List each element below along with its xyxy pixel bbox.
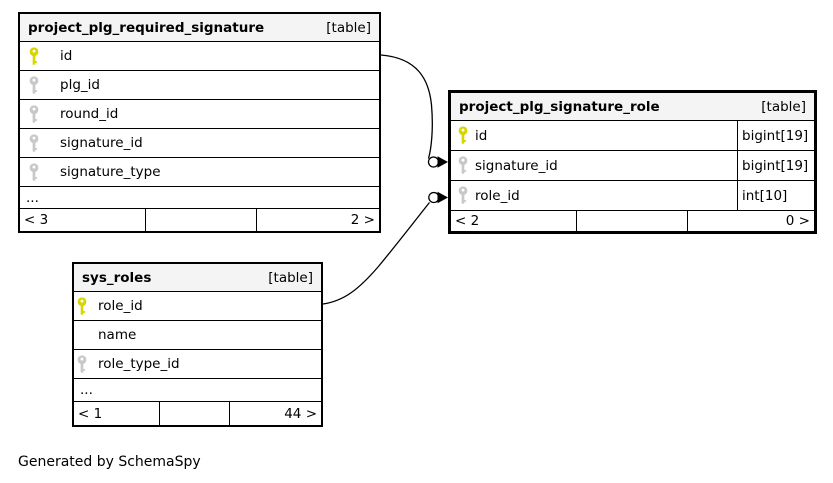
arrowhead-icon [437, 156, 448, 168]
footer-spacer [577, 211, 688, 231]
column-row: id bigint[19] [451, 120, 814, 150]
cardinality-circle [427, 156, 440, 168]
column-row: role_id [74, 291, 321, 320]
table-type-label: [table] [761, 98, 806, 115]
parent-count: 44 > [284, 405, 317, 422]
column-type: bigint[19] [737, 151, 814, 180]
parent-count: 0 > [785, 213, 810, 229]
child-count: < 2 [451, 211, 577, 231]
generated-by-note: Generated by SchemaSpy [18, 454, 201, 470]
table-project-plg-required-signature: project_plg_required_signature [table] i… [18, 12, 381, 233]
table-project-plg-signature-role: project_plg_signature_role [table] id bi… [448, 90, 817, 234]
foreign-key-icon [458, 186, 468, 204]
more-columns-label: ... [80, 382, 93, 398]
column-row: id [20, 41, 379, 70]
table-type-label: [table] [268, 269, 313, 286]
foreign-key-icon [29, 75, 39, 94]
foreign-key-icon [29, 133, 39, 152]
primary-key-icon [458, 126, 468, 144]
column-name: role_id [98, 298, 143, 314]
footer-spacer [146, 209, 257, 231]
column-name: signature_id [475, 157, 558, 174]
table-header[interactable]: sys_roles [table] [74, 264, 321, 291]
column-type: bigint[19] [737, 121, 814, 150]
more-columns-row: ... [74, 378, 321, 401]
column-name: role_id [475, 187, 520, 204]
column-row: signature_id [20, 128, 379, 157]
column-row: signature_id bigint[19] [451, 150, 814, 180]
column-name: role_type_id [98, 356, 180, 372]
column-row: role_type_id [74, 349, 321, 378]
column-name: signature_type [60, 164, 161, 180]
table-sys-roles: sys_roles [table] role_id name role_type… [72, 262, 323, 427]
column-type: int[10] [737, 181, 814, 210]
footer-spacer [160, 402, 230, 425]
arrowhead-icon [437, 191, 448, 204]
child-count: < 3 [20, 209, 146, 231]
child-count: < 1 [74, 402, 160, 425]
cardinality-circle [428, 191, 440, 204]
table-header[interactable]: project_plg_signature_role [table] [451, 93, 814, 120]
column-name: signature_id [60, 135, 143, 151]
column-row: plg_id [20, 70, 379, 99]
column-row: signature_type [20, 157, 379, 186]
table-name[interactable]: sys_roles [82, 269, 152, 286]
column-name: round_id [60, 106, 119, 122]
parent-count: 2 > [350, 212, 375, 228]
column-name: id [60, 48, 73, 64]
table-header[interactable]: project_plg_required_signature [table] [20, 14, 379, 41]
column-name: name [98, 327, 137, 343]
column-name: id [475, 127, 488, 144]
primary-key-icon [29, 46, 39, 65]
foreign-key-icon [29, 162, 39, 181]
column-row: round_id [20, 99, 379, 128]
table-footer: < 3 2 > [20, 208, 379, 231]
more-columns-row: ... [20, 186, 379, 208]
foreign-key-icon [29, 104, 39, 123]
column-row: role_id int[10] [451, 180, 814, 210]
foreign-key-icon [458, 156, 468, 174]
foreign-key-icon [77, 354, 87, 373]
table-footer: < 2 0 > [451, 210, 814, 231]
primary-key-icon [77, 296, 87, 315]
table-footer: < 1 44 > [74, 401, 321, 425]
relationship-line-required-signature [380, 54, 433, 159]
column-name: plg_id [60, 77, 100, 93]
table-name[interactable]: project_plg_required_signature [28, 19, 265, 36]
more-columns-label: ... [26, 189, 39, 206]
table-name[interactable]: project_plg_signature_role [459, 98, 660, 115]
column-row: name [74, 320, 321, 349]
table-type-label: [table] [326, 19, 371, 36]
